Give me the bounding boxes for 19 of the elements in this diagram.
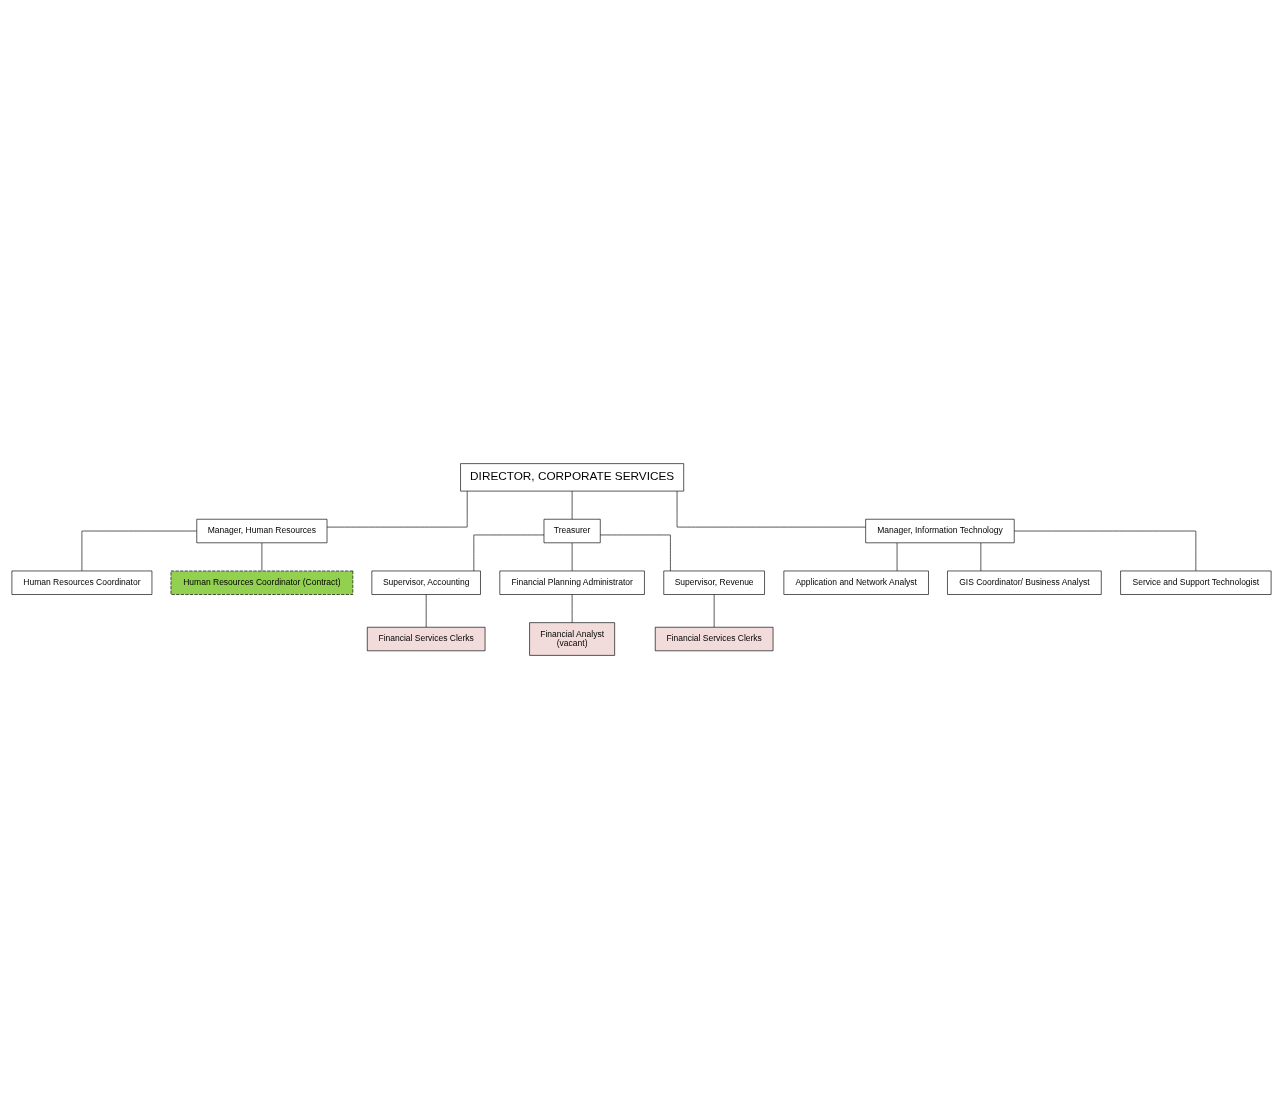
connector (571, 594, 573, 623)
node-box: Financial Services Clerks (654, 626, 774, 652)
node-box: Financial Services Clerks (366, 626, 486, 652)
node-box: Application and Network Analyst (783, 570, 929, 595)
node-box: Manager, Human Resources (196, 518, 328, 544)
node-box: GIS Coordinator/ Business Analyst (947, 570, 1102, 595)
node-box: Financial Analyst (vacant) (529, 622, 615, 656)
node-box: Financial Planning Administrator (499, 570, 645, 595)
node-box: Supervisor, Revenue (663, 570, 765, 595)
node-box: Treasurer (543, 518, 601, 544)
node-box: Manager, Information Technology (865, 518, 1015, 544)
node-box: Supervisor, Accounting (371, 570, 481, 595)
node-box: Service and Support Technologist (1120, 570, 1272, 595)
node-box: Human Resources Coordinator (11, 570, 153, 595)
connector (425, 594, 427, 628)
node-box: Human Resources Coordinator (Contract) (170, 570, 354, 595)
connector (713, 594, 715, 628)
connector (599, 534, 671, 572)
node-box: DIRECTOR, CORPORATE SERVICES (460, 463, 685, 492)
